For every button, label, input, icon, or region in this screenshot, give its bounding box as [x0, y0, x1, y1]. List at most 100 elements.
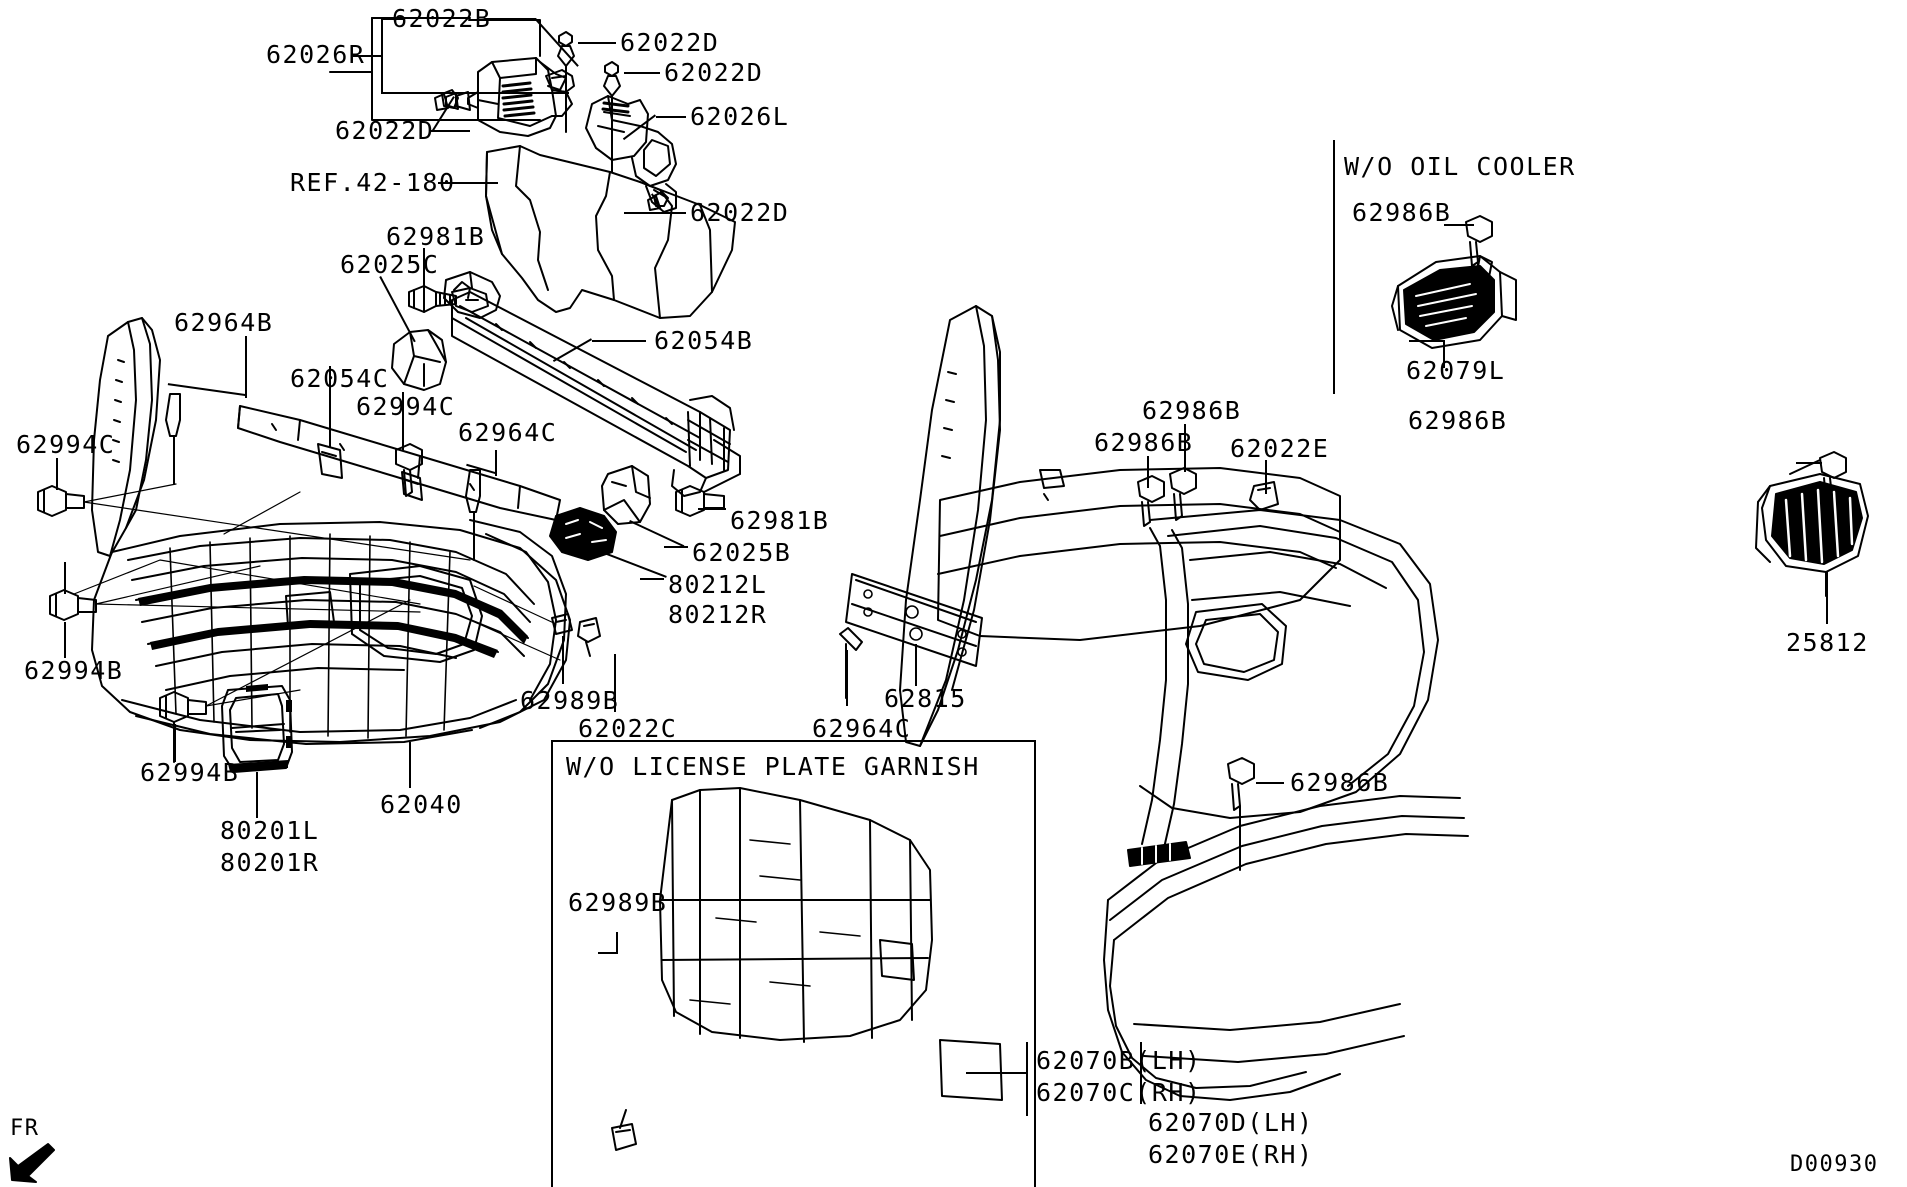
leader-62079L-h: [1409, 340, 1445, 342]
leader-62040: [409, 742, 411, 788]
callout-62040: 62040: [380, 790, 463, 819]
callout-62022D-2: 62022D: [664, 58, 764, 87]
leader-62022D-4: [624, 212, 686, 214]
leader-62026L: [656, 116, 686, 118]
leader-62994B-lower: [174, 724, 176, 762]
leader-62022E: [1265, 460, 1267, 494]
leader-25812: [1826, 572, 1828, 624]
leader-62054B: [592, 340, 646, 342]
leader-80201L: [256, 772, 258, 818]
callout-62981B-low: 62981B: [730, 506, 830, 535]
bracket-62026R-vertical: [381, 18, 383, 94]
leader-62022D-2: [624, 72, 660, 74]
leader-80212L-diagonal: [593, 548, 667, 578]
wo-license-plate-garnish-box: [551, 740, 1036, 1187]
leader-80212L: [640, 578, 664, 580]
section-title-wo-oil-cooler: W/O OIL COOLER: [1344, 152, 1576, 181]
callout-62025B: 62025B: [692, 538, 792, 567]
callout-62022D-3: 62022D: [335, 116, 435, 145]
leader-62815: [915, 644, 917, 686]
leader-62989B-box: [616, 932, 618, 954]
leader-62964C-mid-diagonal: [466, 463, 496, 474]
leader-62022C: [614, 654, 616, 712]
callout-62981B-top: 62981B: [386, 222, 486, 251]
leader-62994B-upper: [64, 562, 66, 594]
callout-ref-42-180: REF.42-180: [290, 168, 456, 197]
callout-62986B-a: 62986B: [1094, 428, 1194, 457]
callout-62022E: 62022E: [1230, 434, 1330, 463]
leader-62994C-left: [56, 458, 58, 490]
bracket-62026R-top: [381, 18, 403, 20]
orientation-label-fr: FR: [10, 1116, 40, 1141]
callout-80201R: 80201R: [220, 848, 320, 877]
leader-62070BC-h: [966, 1072, 1026, 1074]
callout-25812: 25812: [1786, 628, 1869, 657]
callout-62070D: 62070D(LH): [1148, 1108, 1314, 1137]
leader-62986B-a: [1147, 456, 1149, 488]
callout-62994B-upper: 62994B: [24, 656, 124, 685]
leader-62025B: [664, 546, 688, 548]
leader-62022D-3: [430, 130, 470, 132]
front-direction-arrow-icon: [9, 1143, 55, 1183]
leader-62981B-low: [698, 508, 726, 510]
leader-62054B-diagonal: [552, 338, 592, 362]
callout-62964C-mid: 62964C: [458, 418, 558, 447]
leader-62964C-mid: [495, 450, 497, 476]
leader-62986B-right: [1796, 462, 1822, 464]
leader-62025B-diagonal: [629, 520, 685, 548]
callout-62026L: 62026L: [690, 102, 790, 131]
leader-62026R: [353, 55, 383, 57]
leader-62079L: [1443, 340, 1445, 368]
leader-62025C-diagonal: [379, 276, 416, 343]
leader-62986B-bottom: [1256, 782, 1284, 784]
leader-62026L-diagonal: [622, 114, 656, 141]
leader-62022D-4-diagonal: [651, 193, 662, 210]
callout-62994C-mid: 62994C: [356, 392, 456, 421]
callout-62986B-right: 62986B: [1408, 406, 1508, 435]
callout-80201L: 80201L: [220, 816, 320, 845]
callout-80212L: 80212L: [668, 570, 768, 599]
callout-62054C: 62054C: [290, 364, 390, 393]
callout-62964C-right: 62964C: [812, 714, 912, 743]
callout-62989B-box: 62989B: [568, 888, 668, 917]
leader-62964C-right: [846, 650, 848, 706]
wo-oil-cooler-box-frame: [1333, 140, 1907, 394]
callout-62022C: 62022C: [578, 714, 678, 743]
leader-ref42180: [438, 182, 498, 184]
leader-62964B: [245, 336, 247, 398]
callout-62079L: 62079L: [1406, 356, 1506, 385]
callout-62986B-cooler: 62986B: [1352, 198, 1452, 227]
callout-62070B: 62070B(LH): [1036, 1046, 1202, 1075]
leader-62989B-left: [562, 636, 564, 684]
section-title-wo-license-plate-garnish: W/O LICENSE PLATE GARNISH: [566, 752, 980, 781]
leader-62986B-cooler: [1444, 224, 1474, 226]
leader-62981B-top: [423, 248, 425, 288]
callout-62070E: 62070E(RH): [1148, 1140, 1314, 1169]
callout-62964B: 62964B: [174, 308, 274, 337]
callout-62070C: 62070C(RH): [1036, 1078, 1202, 1107]
leader-62994B-upper-down: [64, 622, 66, 658]
leader-62054C: [329, 366, 331, 448]
callout-62994B-lower: 62994B: [140, 758, 240, 787]
callout-62994C-left: 62994C: [16, 430, 116, 459]
leader-62964B-diagonal: [167, 383, 246, 396]
leader-62022B: [486, 18, 536, 20]
leader-62994C-mid: [402, 392, 404, 450]
callout-62989B-left: 62989B: [520, 686, 620, 715]
callout-62026R: 62026R: [266, 40, 366, 69]
leader-62022D-1: [578, 42, 616, 44]
leader-62022B-diagonal: [534, 18, 579, 67]
callout-62815: 62815: [884, 684, 967, 713]
leader-62986B-b: [1184, 424, 1186, 472]
bracket-62026R-bottom: [381, 92, 569, 94]
callout-62986B-b: 62986B: [1142, 396, 1242, 425]
callout-62986B-bottom: 62986B: [1290, 768, 1390, 797]
callout-80212R: 80212R: [668, 600, 768, 629]
leader-62070BC: [1026, 1042, 1028, 1116]
callout-62022D-1: 62022D: [620, 28, 720, 57]
callout-62022B: 62022B: [392, 4, 492, 33]
drawing-number: D00930: [1790, 1152, 1879, 1177]
callout-62054B: 62054B: [654, 326, 754, 355]
leader-62022D-3-diagonal: [432, 96, 455, 132]
